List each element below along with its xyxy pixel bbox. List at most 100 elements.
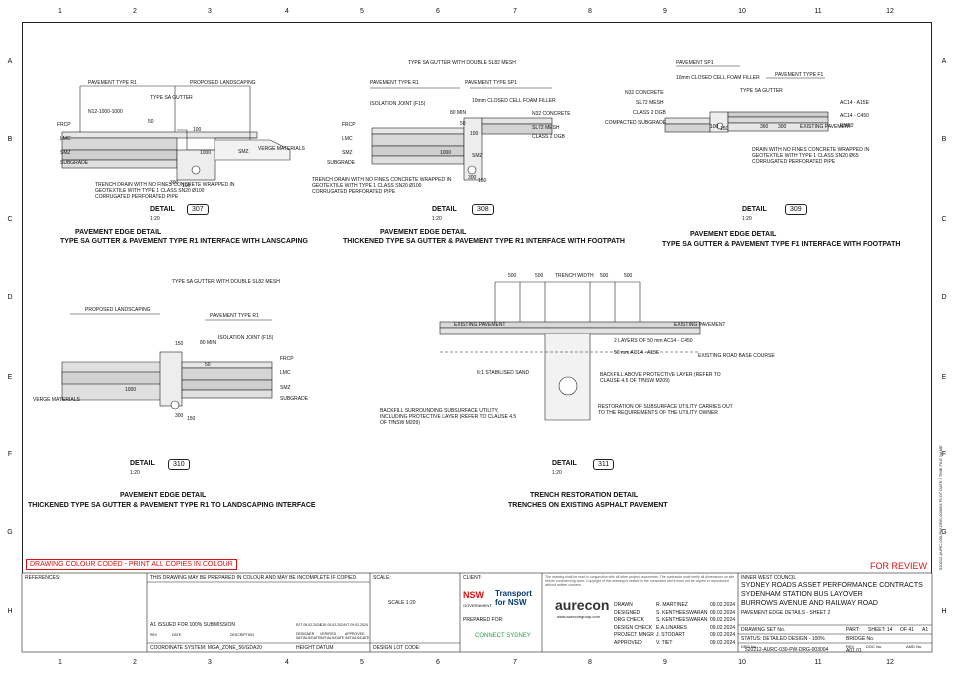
detail-annotation: SMZ <box>472 153 483 159</box>
grid-col-label-top: 10 <box>738 8 746 15</box>
grid-col-label-bottom: 7 <box>513 659 517 666</box>
prepared-for-label: PREPARED FOR: <box>463 617 504 623</box>
detail-title-2: TYPE SA GUTTER & PAVEMENT TYPE R1 INTERF… <box>60 238 308 245</box>
detail-annotation: 500 <box>535 273 544 279</box>
detail-annotation: VERGE MATERIALS <box>33 397 80 403</box>
signoff-name: S. KENTHEESWARAN <box>656 609 708 616</box>
signoff-date: 09.02.2024 <box>710 632 736 638</box>
detail-310-drawing <box>61 313 273 410</box>
sheet-total: OF 41 <box>900 627 914 633</box>
detail-annotation: SUBGRADE <box>327 160 356 166</box>
detail-annotation: SL72 MESH <box>532 125 560 131</box>
grid-col-label-bottom: 2 <box>133 659 137 666</box>
detail-annotation: EXISTING PAVEMENT <box>674 322 726 328</box>
detail-annotation: 50 <box>148 119 154 125</box>
detail-tag-label: DETAIL <box>130 460 155 467</box>
detail-annotation: 360 <box>760 124 769 130</box>
side-margin-text: 520212-AURC-030-PW-DRG-003004 PLOT DATE … <box>938 445 943 570</box>
grid-col-label-top: 7 <box>513 8 517 15</box>
design-lot-code: DESIGN LOT CODE: <box>373 645 421 651</box>
detail-number-badge: 310 <box>168 459 190 470</box>
detail-tag-label: DETAIL <box>742 206 767 213</box>
detail-annotation: FRCP <box>342 122 356 128</box>
detail-309-drawing <box>664 65 829 133</box>
detail-annotation: ISOLATION JOINT (F15) <box>370 101 426 107</box>
sheet-size: A1 <box>922 627 929 633</box>
detail-title-2: TRENCHES ON EXISTING ASPHALT PAVEMENT <box>508 502 668 509</box>
project-title-2: SYDENHAM STATION BUS LAYOVER <box>741 591 863 598</box>
detail-title-1: PAVEMENT EDGE DETAIL <box>75 229 162 236</box>
grid-row-label-left: G <box>7 529 13 536</box>
grid-col-label-top: 2 <box>133 8 137 15</box>
detail-annotation: N32 CONCRETE <box>625 90 664 96</box>
detail-annotation: 100 <box>182 183 191 189</box>
grid-row-label-right: A <box>941 58 947 65</box>
detail-annotation: 80 MIN <box>200 340 217 346</box>
detail-title-2: THICKENED TYPE SA GUTTER & PAVEMENT TYPE… <box>343 238 625 245</box>
detail-annotation: EME2 <box>840 123 854 129</box>
revision-header: DESCRIPTION <box>230 633 254 637</box>
client-label: CLIENT: <box>463 575 482 581</box>
detail-annotation: 1000 <box>200 150 212 156</box>
grid-row-label-left: E <box>7 374 13 381</box>
drawing-number: 520212-AURC-030-PW-DRG-003004 <box>745 647 829 653</box>
detail-annotation: TYPE SA GUTTER WITH DOUBLE SL82 MESH <box>408 60 516 66</box>
detail-annotation: 300 <box>468 175 477 181</box>
grid-col-label-top: 5 <box>360 8 364 15</box>
coordinate-system: COORDINATE SYSTEM: MGA_ZONE_56/GDA20 <box>150 645 262 651</box>
grid-row-label-right: C <box>941 216 947 223</box>
revision-header: VERIFIED INITIALS/DATE <box>320 632 345 640</box>
detail-tag-label: DETAIL <box>432 206 457 213</box>
detail-annotation: CLASS 2 DGB <box>532 134 565 140</box>
detail-annotation: 500 <box>624 273 633 279</box>
grid-col-label-bottom: 6 <box>436 659 440 666</box>
scale-label: SCALE: <box>373 575 391 581</box>
detail-annotation: TRENCH WIDTH <box>555 273 594 279</box>
council-name: INNER WEST COUNCIL <box>741 575 797 581</box>
detail-title-1: TRENCH RESTORATION DETAIL <box>530 492 639 499</box>
colour-copy-note: THIS DRAWING MAY BE PREPARED IN COLOUR A… <box>150 575 358 581</box>
scale-value: SCALE 1:20 <box>388 600 416 606</box>
detail-annotation: SMZ <box>280 385 291 391</box>
signoff-role: DESIGNED <box>614 609 641 616</box>
signoff-role: APPROVED <box>614 639 642 646</box>
rev-label: REV <box>846 644 855 649</box>
revision-header: REV <box>150 633 158 637</box>
grid-col-label-top: 6 <box>436 8 440 15</box>
detail-annotation: 300 <box>170 180 179 186</box>
grid-col-label-bottom: 5 <box>360 659 364 666</box>
detail-annotation: TYPE SA GUTTER <box>740 88 783 94</box>
detail-title-1: PAVEMENT EDGE DETAIL <box>120 492 207 499</box>
disclaimer-text: The drawing shall be read in conjunction… <box>545 575 735 587</box>
grid-row-label-left: B <box>7 136 13 143</box>
project-title-3: BURROWS AVENUE AND RAILWAY ROAD <box>741 600 878 607</box>
detail-number-badge: 307 <box>187 204 209 215</box>
connect-sydney-logo: CONNECT SYDNEY <box>475 633 531 639</box>
signoff-date: 09.02.2024 <box>710 609 736 616</box>
revision-date: RJT 09.02.2024 <box>296 623 321 627</box>
detail-annotation: 6:1 STABILISED SAND <box>477 370 530 376</box>
grid-col-label-top: 3 <box>208 8 212 15</box>
detail-tag-label: DETAIL <box>552 460 577 467</box>
signoff-role: DRAWN <box>614 602 633 608</box>
detail-annotation: 500 <box>600 273 609 279</box>
detail-annotation: SMZ <box>342 150 353 156</box>
revision-row: A1 ISSUED FOR 100% SUBMISSION <box>150 622 236 628</box>
detail-annotation: 1000 <box>440 150 452 156</box>
signoff-name: S. KENTHEESWARAN <box>656 617 708 623</box>
grid-col-label-top: 8 <box>588 8 592 15</box>
grid-row-label-right: H <box>941 608 947 615</box>
grid-col-label-bottom: 10 <box>738 659 746 666</box>
grid-row-label-right: F <box>941 451 947 458</box>
signoff-name: E.A.LINARES <box>656 624 687 631</box>
amd-no-label: AMD No. <box>906 644 923 649</box>
detail-annotation: 50 <box>205 362 211 368</box>
sheet-description: PAVEMENT EDGE DETAILS - SHEET 2 <box>741 610 831 616</box>
detail-annotation: PROPOSED LANDSCAPING <box>85 307 151 313</box>
part-label: PART: <box>846 627 860 633</box>
detail-annotation: 150 <box>720 126 729 132</box>
signoff-name: J. STODART <box>656 632 685 638</box>
grid-row-label-right: E <box>941 374 947 381</box>
detail-307-drawing <box>61 85 291 181</box>
